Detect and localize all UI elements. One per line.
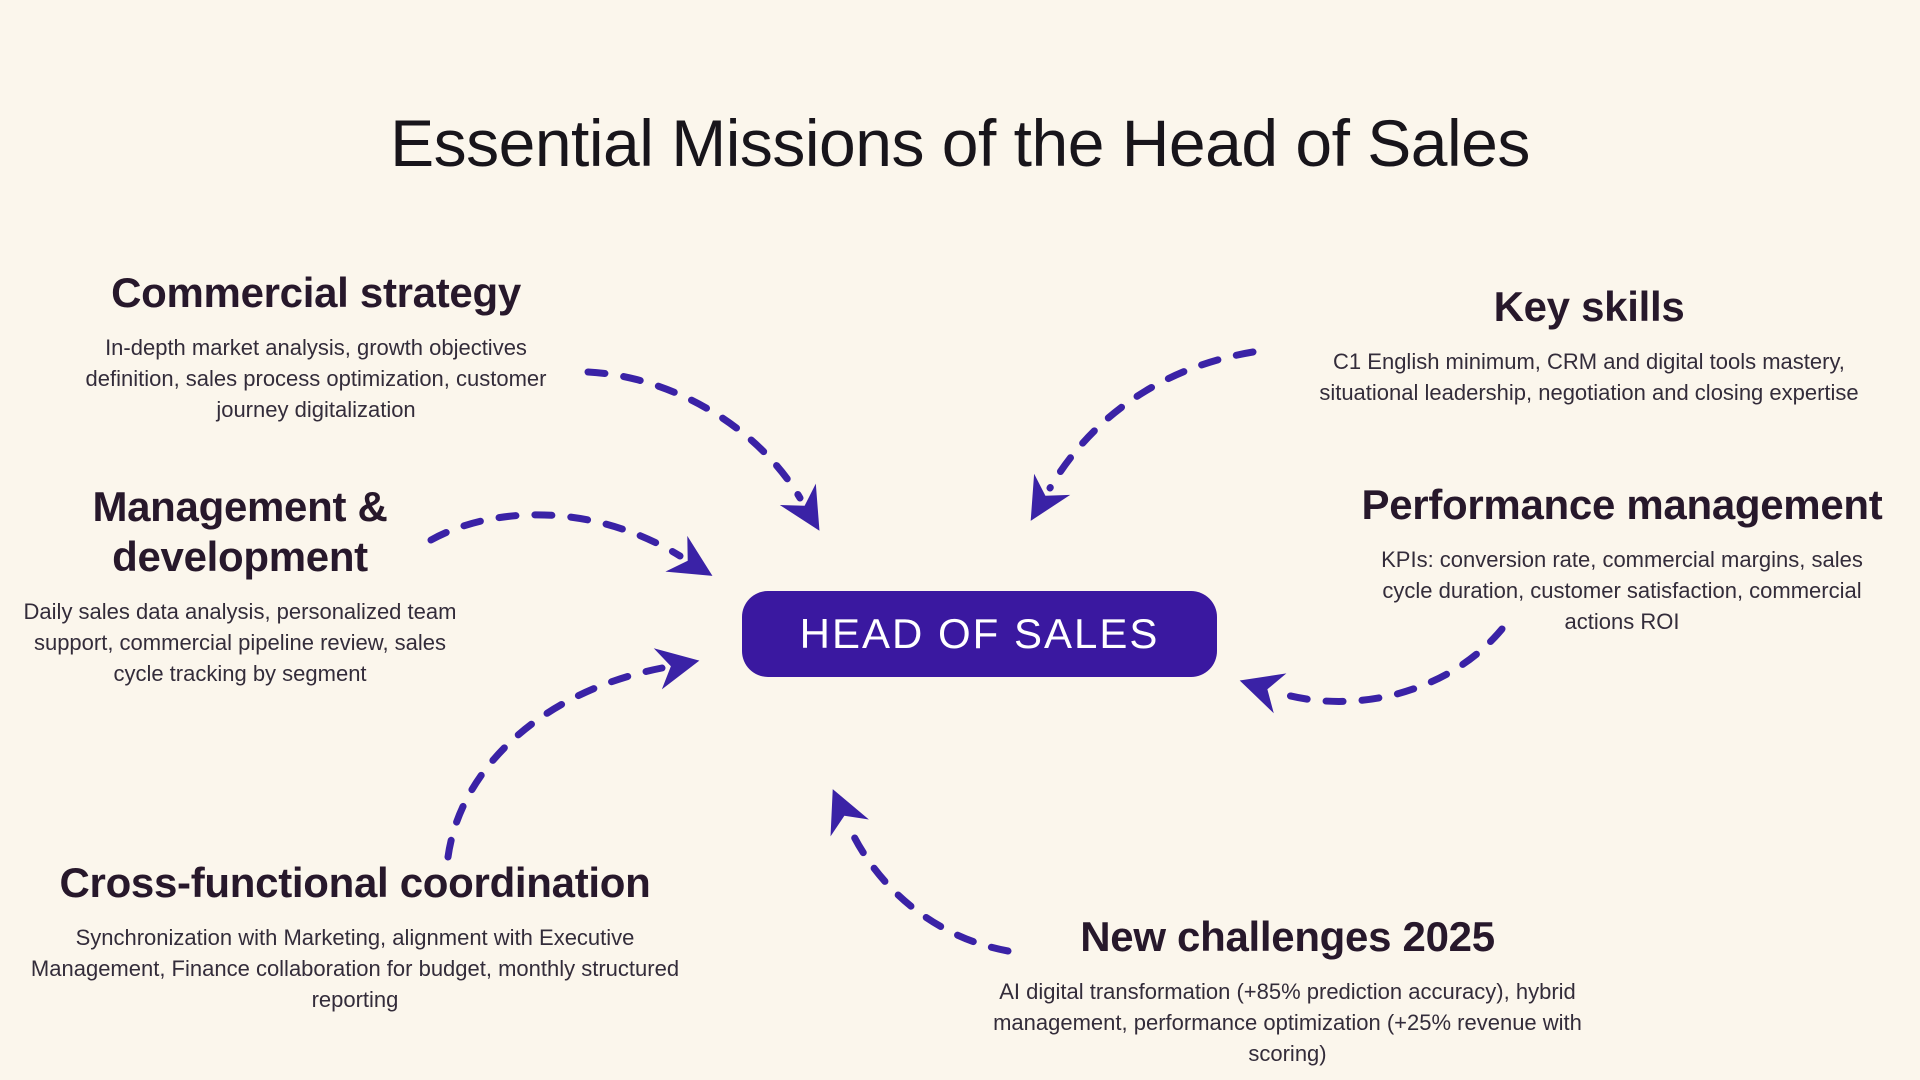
section-heading-management-development: Management & development (92, 483, 388, 580)
section-body-line: journey digitalization (216, 397, 416, 422)
page-title: Essential Missions of the Head of Sales (390, 106, 1530, 181)
section-body-line: AI digital transformation (+85% predicti… (999, 979, 1576, 1004)
center-node-head-of-sales: HEAD OF SALES (742, 591, 1217, 677)
arrow-key-skills-to-center (1030, 348, 1257, 521)
section-body-line: C1 English minimum, CRM and digital tool… (1333, 349, 1845, 374)
section-key-skills: Key skills C1 English minimum, CRM and d… (1304, 282, 1874, 408)
section-body-line: support, commercial pipeline review, sal… (33, 630, 447, 655)
section-body-line: Synchronization with Marketing, alignmen… (75, 925, 635, 950)
section-heading-new-challenges-2025: New challenges 2025 (1080, 913, 1495, 960)
section-heading-commercial-strategy: Commercial strategy (111, 269, 521, 316)
arrow-performance-management-to-center (1239, 625, 1506, 714)
section-body-line: definition, sales process optimization, … (85, 366, 547, 391)
section-body-line: reporting (311, 987, 399, 1012)
section-body-line: management, performance optimization (+2… (993, 1010, 1582, 1035)
section-heading-cross-functional-coordination: Cross-functional coordination (59, 859, 651, 906)
section-commercial-strategy: Commercial strategy In-depth market anal… (46, 268, 586, 425)
section-body-line: cycle tracking by segment (113, 661, 367, 686)
section-new-challenges-2025: New challenges 2025 AI digital transform… (985, 912, 1590, 1069)
section-management-development: Management & development Daily sales dat… (0, 482, 480, 689)
section-heading-performance-management: Performance management (1361, 481, 1883, 528)
section-cross-functional-coordination: Cross-functional coordination Synchroniz… (10, 858, 700, 1015)
section-body-line: Daily sales data analysis, personalized … (23, 599, 457, 624)
arrow-new-challenges-to-center (830, 789, 1012, 955)
section-body-line: situational leadership, negotiation and … (1319, 380, 1859, 405)
section-body-line: Management, Finance collaboration for bu… (30, 956, 680, 981)
arrow-commercial-strategy-to-center (584, 368, 820, 531)
section-body-line: cycle duration, customer satisfaction, c… (1382, 578, 1862, 603)
section-body-line: KPIs: conversion rate, commercial margin… (1381, 547, 1863, 572)
section-body-line: scoring) (1248, 1041, 1327, 1066)
section-body-line: actions ROI (1564, 609, 1680, 634)
section-performance-management: Performance management KPIs: conversion … (1332, 480, 1912, 637)
section-body-line: In-depth market analysis, growth objecti… (105, 335, 527, 360)
arrow-cross-functional-to-center (444, 648, 700, 861)
section-heading-key-skills: Key skills (1493, 283, 1685, 330)
center-node-label: HEAD OF SALES (799, 610, 1160, 657)
